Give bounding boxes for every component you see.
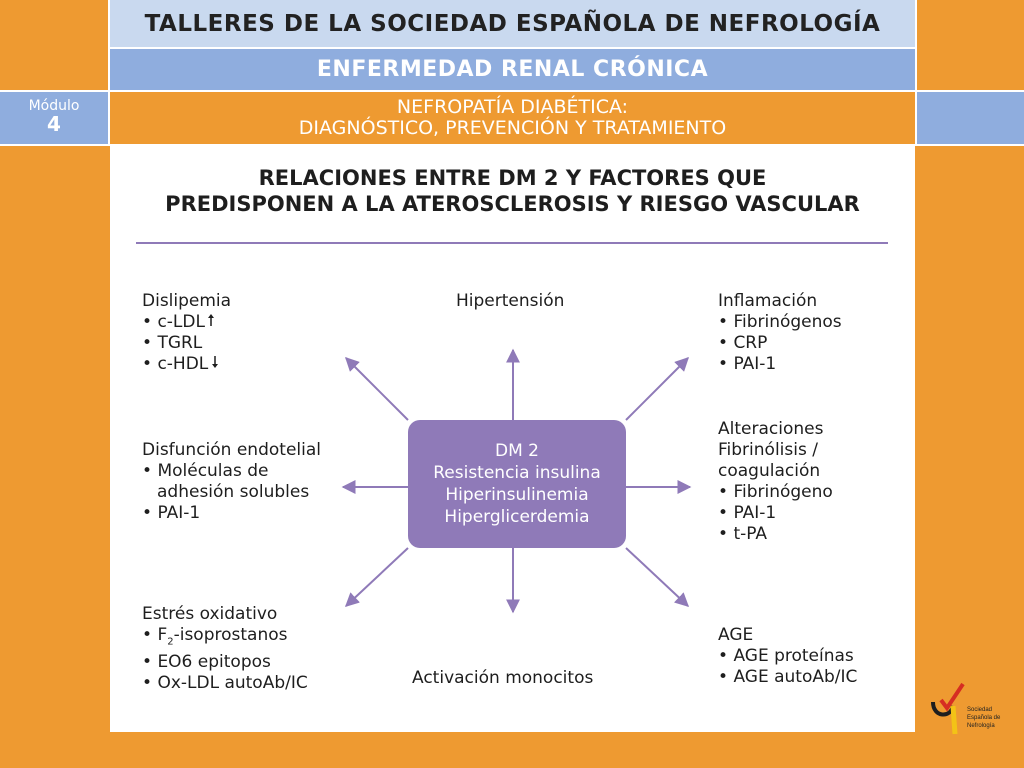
disfuncion-item: Moléculas de: [142, 461, 321, 482]
estres-item-isoprostanos: -isoprostanos: [173, 625, 288, 645]
module-label: Módulo: [28, 98, 80, 114]
hipertension-block: Hipertensión: [456, 291, 564, 312]
header-right-block: [917, 92, 1024, 144]
estres-item-subscript: 2: [167, 636, 174, 648]
arrow-up-icon: [207, 314, 214, 326]
center-dm2-box: DM 2 Resistencia insulina Hiperinsulinem…: [408, 420, 626, 548]
inflamacion-item: Fibrinógenos: [718, 312, 841, 333]
dislipemia-item: c-LDL: [142, 312, 231, 333]
inflamacion-item: CRP: [718, 333, 842, 354]
diagram-heading-line2: PREDISPONEN A LA ATEROSCLEROSIS Y RIESGO…: [165, 192, 860, 216]
alteraciones-item: PAI-1: [718, 503, 833, 524]
center-line-1: DM 2: [495, 441, 539, 461]
activacion-block: Activación monocitos: [412, 668, 593, 689]
inflamacion-item: PAI-1: [718, 354, 842, 375]
dislipemia-item: TGRL: [142, 333, 231, 354]
age-title: AGE: [718, 625, 754, 645]
diagram-heading-line1: RELACIONES ENTRE DM 2 Y FACTORES QUE: [258, 166, 767, 190]
arrow-down-right: [625, 547, 690, 607]
disfuncion-item-continued: adhesión solubles: [157, 482, 310, 502]
logo-line-3: Nefrología: [967, 723, 995, 729]
alteraciones-title-2: Fibrinólisis /: [718, 440, 818, 460]
module-topic: NEFROPATÍA DIABÉTICA: DIAGNÓSTICO, PREVE…: [110, 92, 915, 144]
estres-item: EO6 epitopos: [142, 652, 308, 673]
estres-item: Ox-LDL autoAb/IC: [142, 673, 307, 694]
dislipemia-block: Dislipemia c-LDL TGRL c-HDL: [142, 291, 231, 375]
workshop-title: TALLERES DE LA SOCIEDAD ESPAÑOLA DE NEFR…: [110, 0, 915, 49]
arrow-down-icon: [212, 356, 219, 368]
age-item: AGE autoAb/IC: [718, 667, 857, 688]
arrow-down-left: [344, 547, 409, 607]
module-badge: Módulo 4: [0, 92, 108, 144]
society-logo-text: Sociedad Española de Nefrología: [967, 706, 1000, 730]
inflamacion-title: Inflamación: [718, 291, 818, 311]
alteraciones-item: Fibrinógeno: [718, 482, 832, 503]
age-item: AGE proteínas: [718, 646, 857, 667]
alteraciones-title-1: Alteraciones: [718, 419, 824, 439]
arrow-up-left: [345, 357, 409, 421]
header-divider-bottom: [0, 144, 1024, 146]
disfuncion-title: Disfunción endotelial: [142, 440, 321, 460]
course-subtitle: ENFERMEDAD RENAL CRÓNICA: [110, 49, 915, 92]
arrow-up-right: [625, 357, 689, 421]
header-divider-left: [108, 0, 110, 144]
diagram-heading: RELACIONES ENTRE DM 2 Y FACTORES QUE PRE…: [110, 165, 915, 217]
logo-line-1: Sociedad: [967, 707, 993, 713]
dislipemia-item-text: c-LDL: [157, 312, 205, 332]
society-logo: Sociedad Española de Nefrología: [927, 676, 1022, 746]
alteraciones-title-3: coagulación: [718, 461, 821, 481]
module-topic-line1: NEFROPATÍA DIABÉTICA:: [396, 96, 629, 118]
society-logo-icon: [931, 682, 965, 735]
alteraciones-item: t-PA: [718, 524, 833, 545]
workshop-title-text: TALLERES DE LA SOCIEDAD ESPAÑOLA DE NEFR…: [144, 10, 881, 37]
center-line-3: Hiperinsulinemia: [445, 485, 589, 505]
center-line-4: Hiperglicerdemia: [444, 507, 590, 527]
age-block: AGE AGE proteínas AGE autoAb/IC: [718, 625, 857, 688]
module-topic-line2: DIAGNÓSTICO, PREVENCIÓN Y TRATAMIENTO: [298, 117, 727, 139]
center-line-2: Resistencia insulina: [433, 463, 601, 483]
estres-title: Estrés oxidativo: [142, 604, 278, 624]
hipertension-title: Hipertensión: [456, 291, 565, 311]
header-divider-row: [0, 90, 1024, 92]
header-divider-right: [915, 0, 917, 144]
dislipemia-title: Dislipemia: [142, 291, 232, 311]
inflamacion-block: Inflamación Fibrinógenos CRP PAI-1: [718, 291, 842, 375]
estres-item: F2-isoprostanos: [142, 625, 308, 652]
estres-item-f: F: [157, 625, 168, 645]
dislipemia-item: c-HDL: [142, 354, 231, 375]
activacion-title: Activación monocitos: [412, 668, 594, 688]
logo-line-2: Española de: [967, 715, 1001, 721]
module-number: 4: [47, 112, 61, 136]
alteraciones-block: Alteraciones Fibrinólisis / coagulación …: [718, 419, 833, 545]
disfuncion-item: PAI-1: [142, 503, 321, 524]
estres-block: Estrés oxidativo F2-isoprostanos EO6 epi…: [142, 604, 308, 694]
course-subtitle-text: ENFERMEDAD RENAL CRÓNICA: [316, 57, 709, 82]
disfuncion-block: Disfunción endotelial Moléculas de adhes…: [142, 440, 321, 524]
dislipemia-item-text: c-HDL: [157, 354, 209, 374]
